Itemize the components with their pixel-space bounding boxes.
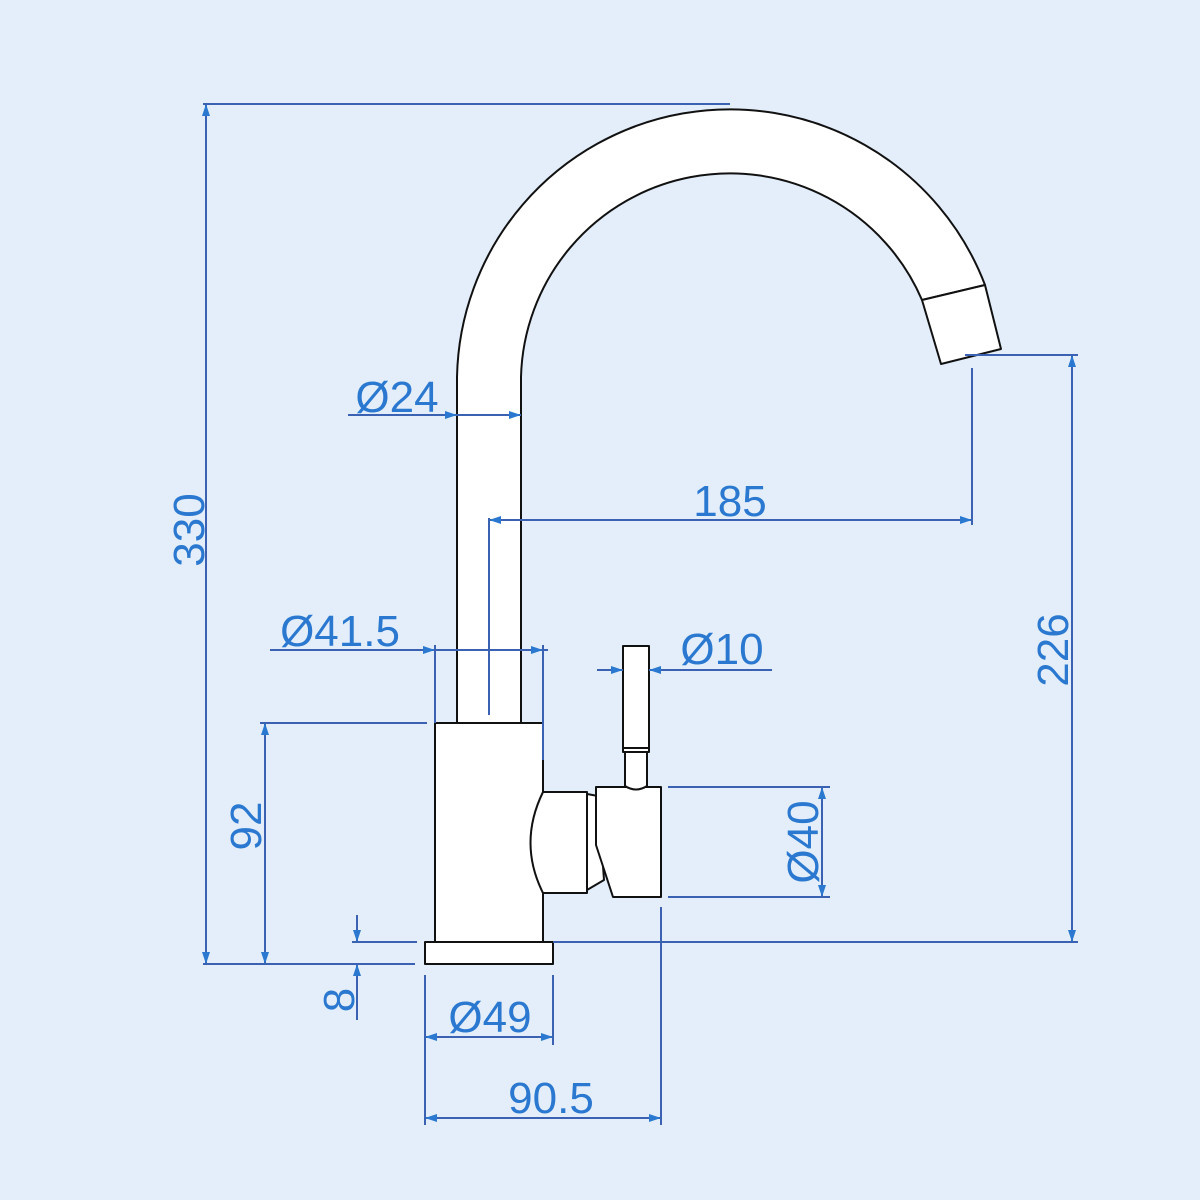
base-diameter-label: Ø49 bbox=[448, 993, 531, 1042]
spout-pipe bbox=[456, 108, 986, 724]
dimension-handle-diameter: Ø40 bbox=[668, 786, 830, 898]
body-height-label: 92 bbox=[222, 802, 271, 851]
faucet-outline bbox=[424, 108, 1002, 965]
outlet-height-label: 226 bbox=[1029, 613, 1078, 686]
lever-neck bbox=[624, 751, 648, 791]
dimension-spout-diameter: Ø24 bbox=[348, 373, 521, 422]
lever-diameter-label: Ø10 bbox=[680, 625, 763, 674]
lever-reach-label: 90.5 bbox=[508, 1074, 594, 1123]
spout-reach-label: 185 bbox=[693, 477, 766, 526]
spout-outlet bbox=[921, 284, 1002, 365]
tap-body bbox=[434, 722, 544, 943]
dimension-outlet-height: 226 bbox=[553, 354, 1078, 943]
dimension-spout-reach: 185 bbox=[488, 368, 973, 715]
dimension-base-diameter: Ø49 bbox=[424, 975, 554, 1125]
body-top-diameter-label: Ø41.5 bbox=[280, 607, 400, 656]
dimension-total-height: 330 bbox=[165, 103, 730, 965]
total-height-label: 330 bbox=[165, 493, 214, 566]
dimension-base-thickness: 8 bbox=[315, 915, 417, 1020]
spout-diameter-label: Ø24 bbox=[355, 373, 438, 422]
dimension-body-top-diameter: Ø41.5 bbox=[270, 607, 548, 760]
dimension-lever-diameter: Ø10 bbox=[597, 625, 772, 674]
handle-hub bbox=[529, 791, 588, 894]
dimension-body-height: 92 bbox=[222, 722, 427, 964]
base-thickness-label: 8 bbox=[315, 988, 364, 1012]
dimension-lever-reach: 90.5 bbox=[425, 907, 662, 1125]
handle-lever-block bbox=[595, 786, 662, 898]
handle-diameter-label: Ø40 bbox=[779, 800, 828, 883]
lever-stem bbox=[622, 645, 650, 753]
tap-base bbox=[424, 941, 554, 965]
